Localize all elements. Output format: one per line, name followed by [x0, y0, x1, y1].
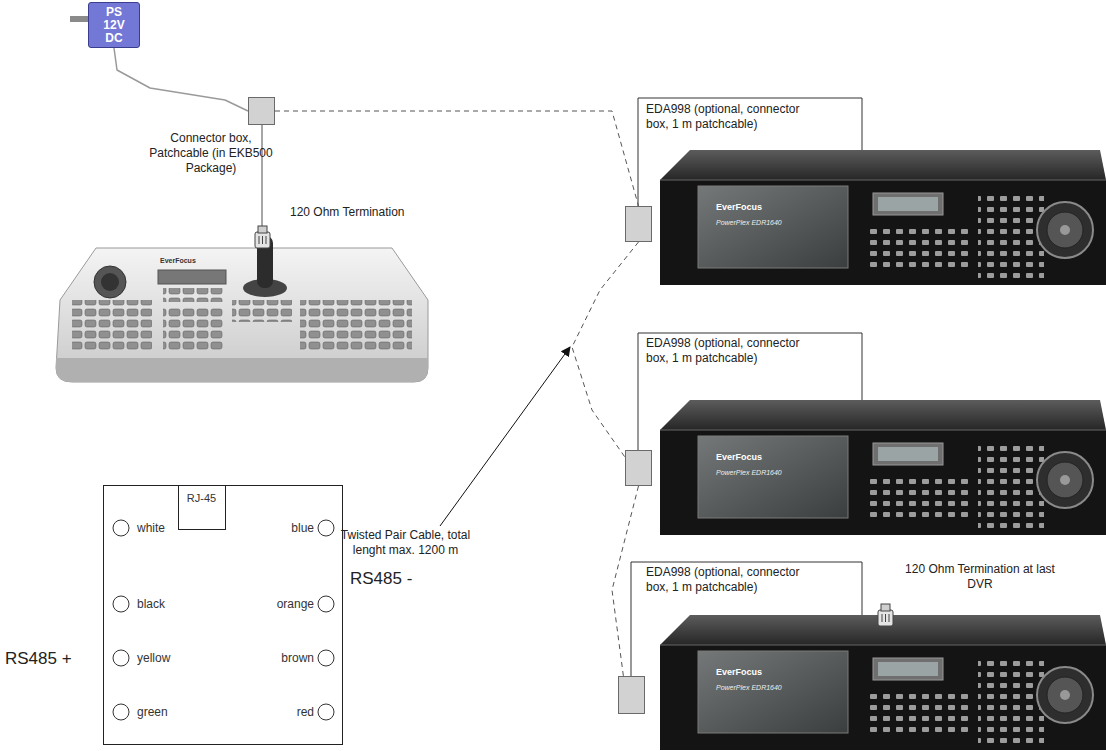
- keyboard-knob-cap: [101, 273, 119, 291]
- dvr-unit: [660, 615, 1106, 750]
- keyboard-lcd: [158, 270, 226, 284]
- node-text: RJ-45: [179, 491, 224, 506]
- node-text: EDA998 (optional, connector box, 1 m pat…: [646, 565, 804, 595]
- annotation: 120 Ohm Termination: [290, 205, 450, 220]
- brand-logo: EverFocus: [160, 256, 230, 265]
- pin-circle: [113, 650, 129, 666]
- pin-circle: [318, 704, 334, 720]
- connector-box: Connector box, Patchcable (in EKB500 Pac…: [248, 97, 275, 125]
- leader-arrow: [440, 347, 570, 526]
- twisted-pair-cable: [572, 242, 639, 457]
- node-text: EDA998 (optional, connector box, 1 m pat…: [646, 102, 804, 132]
- annotation: 120 Ohm Termination at last DVR: [900, 562, 1060, 592]
- signal-name: RS485 +: [5, 648, 95, 669]
- leader-line: [631, 562, 862, 676]
- brand-logo: EverFocus: [716, 452, 806, 463]
- dvr-unit: [660, 400, 1106, 535]
- keyboard-keys: [232, 300, 292, 322]
- node-text: green: [137, 705, 197, 720]
- leader-line: [638, 333, 862, 450]
- dvr-unit: [660, 150, 1106, 285]
- annotation: Twisted Pair Cable, total lenght max. 12…: [333, 528, 478, 558]
- pinout-box: whiteblueblackorangeyellowbrowngreenredR…: [103, 485, 343, 745]
- keyboard-keys: [163, 306, 223, 350]
- node-text: Connector box, Patchcable (in EKB500 Pac…: [146, 131, 276, 176]
- connector-box: EDA998 (optional, connector box, 1 m pat…: [625, 206, 652, 242]
- power-supply-box: PS 12V DC: [88, 2, 140, 48]
- node-text: brown: [254, 651, 314, 666]
- model-name: PowerPlex EDR1640: [716, 218, 826, 227]
- node-text: EDA998 (optional, connector box, 1 m pat…: [646, 336, 804, 366]
- signal-name: RS485 -: [350, 568, 440, 589]
- leader-line: [638, 98, 862, 206]
- node-text: red: [254, 705, 314, 720]
- keyboard-front: [56, 358, 428, 382]
- keyboard-keys: [72, 300, 152, 352]
- termination-plug: [255, 226, 270, 248]
- node-text: orange: [254, 597, 314, 612]
- pin-circle: [113, 520, 129, 536]
- node-text: PS 12V DC: [99, 6, 129, 45]
- brand-logo: EverFocus: [716, 667, 806, 678]
- twisted-pair-cable: [275, 111, 639, 206]
- model-name: PowerPlex EDR1640: [716, 468, 826, 477]
- keyboard-body: [56, 248, 428, 382]
- model-name: PowerPlex EDR1640: [716, 683, 826, 692]
- pin-circle: [113, 704, 129, 720]
- node-text: blue: [254, 521, 314, 536]
- pin-circle: [113, 596, 129, 612]
- keyboard-keys: [300, 300, 412, 352]
- power-plug-prong: [70, 16, 90, 22]
- keyboard-keys: [163, 288, 223, 302]
- pin-circle: [318, 596, 334, 612]
- termination-plug: [878, 604, 893, 626]
- brand-logo: EverFocus: [716, 202, 806, 213]
- rj45-jack: RJ-45: [178, 485, 226, 530]
- connector-box: EDA998 (optional, connector box, 1 m pat…: [625, 450, 652, 486]
- pin-circle: [318, 520, 334, 536]
- keyboard-knob: [94, 266, 126, 298]
- twisted-pair-cable: [612, 486, 639, 676]
- power-cable: [114, 48, 248, 111]
- node-text: yellow: [137, 651, 197, 666]
- pin-circle: [318, 650, 334, 666]
- node-text: black: [137, 597, 197, 612]
- patch-cable: [261, 125, 263, 228]
- connector-box: EDA998 (optional, connector box, 1 m pat…: [618, 676, 645, 714]
